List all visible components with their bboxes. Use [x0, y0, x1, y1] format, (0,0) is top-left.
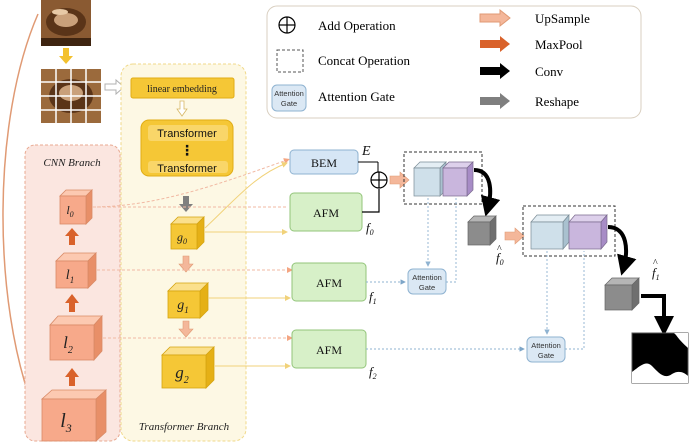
edge-label-e: E — [361, 144, 371, 159]
svg-text:Attention: Attention — [412, 273, 442, 282]
attention-gate-1-connections — [366, 198, 457, 285]
conv-arrow-3 — [641, 294, 674, 336]
conv-arrow-2 — [607, 225, 637, 276]
afm-module-1: AFM — [291, 262, 367, 302]
bem-module: BEM — [289, 149, 359, 175]
svg-text:Transformer: Transformer — [157, 128, 217, 140]
skip-connections — [91, 158, 293, 341]
cnn-block-l3: l3 — [40, 389, 108, 442]
embedding-down-arrow — [176, 100, 188, 117]
cnn-maxpool-arrow-1 — [65, 228, 79, 245]
label-f0: f0 — [366, 220, 374, 237]
svg-text:Gate: Gate — [281, 99, 297, 108]
transformer-block-g0: g0 — [170, 216, 205, 250]
attention-gate-2: Attention Gate — [526, 336, 566, 363]
svg-text:Attention: Attention — [274, 89, 304, 98]
concat-block-2 — [522, 205, 616, 257]
svg-text:Attention: Attention — [531, 341, 561, 350]
reshape-arrow-g0 — [179, 196, 193, 212]
svg-text:l2: l2 — [63, 333, 73, 356]
cnn-branch-title: CNN Branch — [43, 157, 101, 169]
svg-text:⋮: ⋮ — [180, 142, 194, 158]
label-f1: f1 — [369, 289, 377, 306]
conv-arrow-icon — [480, 63, 510, 79]
svg-text:l1: l1 — [66, 268, 74, 285]
svg-text:l0: l0 — [66, 203, 73, 219]
legend-reshape: Reshape — [535, 94, 579, 109]
patch-to-embedding-arrow — [104, 78, 125, 96]
patch-grid-image — [41, 69, 101, 123]
svg-text:linear embedding: linear embedding — [147, 84, 217, 95]
svg-text:AFM: AFM — [316, 343, 342, 357]
concat-block-1 — [403, 151, 483, 205]
segmentation-output-mask — [631, 332, 689, 384]
upsample-arrow-concat2 — [504, 227, 525, 245]
upsample-arrow-g2 — [178, 320, 194, 338]
output-cube-f1-hat — [604, 277, 640, 311]
cnn-maxpool-arrow-3 — [65, 368, 79, 386]
cnn-branch-panel: CNN Branch — [24, 144, 121, 442]
transformer-block-g1: g1 — [167, 282, 209, 319]
add-operation-icon — [278, 16, 296, 34]
legend-add-operation: Add Operation — [318, 18, 396, 33]
afm-module-0: AFM — [289, 192, 363, 232]
cnn-block-l2: l2 — [49, 314, 103, 362]
transformer-stack: Transformer ⋮ Transformer — [140, 119, 234, 177]
svg-text:^: ^ — [653, 258, 658, 269]
upsample-arrow-icon — [479, 8, 511, 28]
reshape-arrow-icon — [480, 93, 510, 109]
input-to-cnn-curve-arrow — [2, 13, 39, 413]
conv-arrow-1 — [473, 168, 501, 217]
svg-text:Transformer: Transformer — [157, 163, 217, 175]
label-f0-hat: f0 — [496, 250, 504, 267]
linear-embedding-box: linear embedding — [130, 77, 235, 99]
transformer-branch-title: Transformer Branch — [139, 421, 230, 433]
cnn-block-l0: l0 — [59, 189, 93, 225]
maxpool-arrow-icon — [480, 36, 510, 52]
svg-text:AFM: AFM — [313, 206, 339, 220]
attention-gate-1: Attention Gate — [407, 268, 447, 295]
label-f2: f2 — [369, 364, 377, 381]
svg-text:Gate: Gate — [419, 283, 435, 292]
legend-concat-operation: Concat Operation — [318, 53, 411, 68]
svg-text:Gate: Gate — [538, 351, 554, 360]
concat-operation-icon — [276, 49, 304, 73]
upsample-arrow-g1 — [178, 255, 194, 273]
input-endoscopy-image — [41, 0, 91, 46]
svg-text:^: ^ — [497, 244, 502, 255]
svg-text:g2: g2 — [175, 363, 189, 386]
upsample-arrow-concat1 — [389, 171, 410, 189]
svg-text:BEM: BEM — [311, 156, 337, 170]
input-down-arrow — [59, 48, 73, 64]
svg-text:g0: g0 — [177, 230, 187, 246]
cnn-maxpool-arrow-2 — [65, 294, 79, 312]
legend-attention-gate: Attention Gate — [318, 89, 395, 104]
label-f1-hat: f1 — [652, 265, 660, 282]
afm-module-2: AFM — [291, 329, 367, 369]
legend-upsample: UpSample — [535, 11, 590, 26]
transformer-block-g2: g2 — [161, 346, 215, 389]
attention-gate-2-connections — [366, 251, 585, 352]
svg-text:l3: l3 — [60, 410, 72, 435]
legend-conv: Conv — [535, 64, 564, 79]
cnn-block-l1: l1 — [55, 252, 97, 289]
svg-text:g1: g1 — [177, 298, 189, 315]
add-operation-node — [370, 171, 388, 189]
output-cube-f0-hat — [467, 215, 497, 246]
legend-maxpool: MaxPool — [535, 37, 583, 52]
svg-text:AFM: AFM — [316, 276, 342, 290]
attention-gate-icon: Attention Gate — [271, 84, 307, 112]
legend-box: Add Operation Concat Operation Attention… — [266, 5, 642, 119]
transformer-connections — [204, 161, 291, 369]
